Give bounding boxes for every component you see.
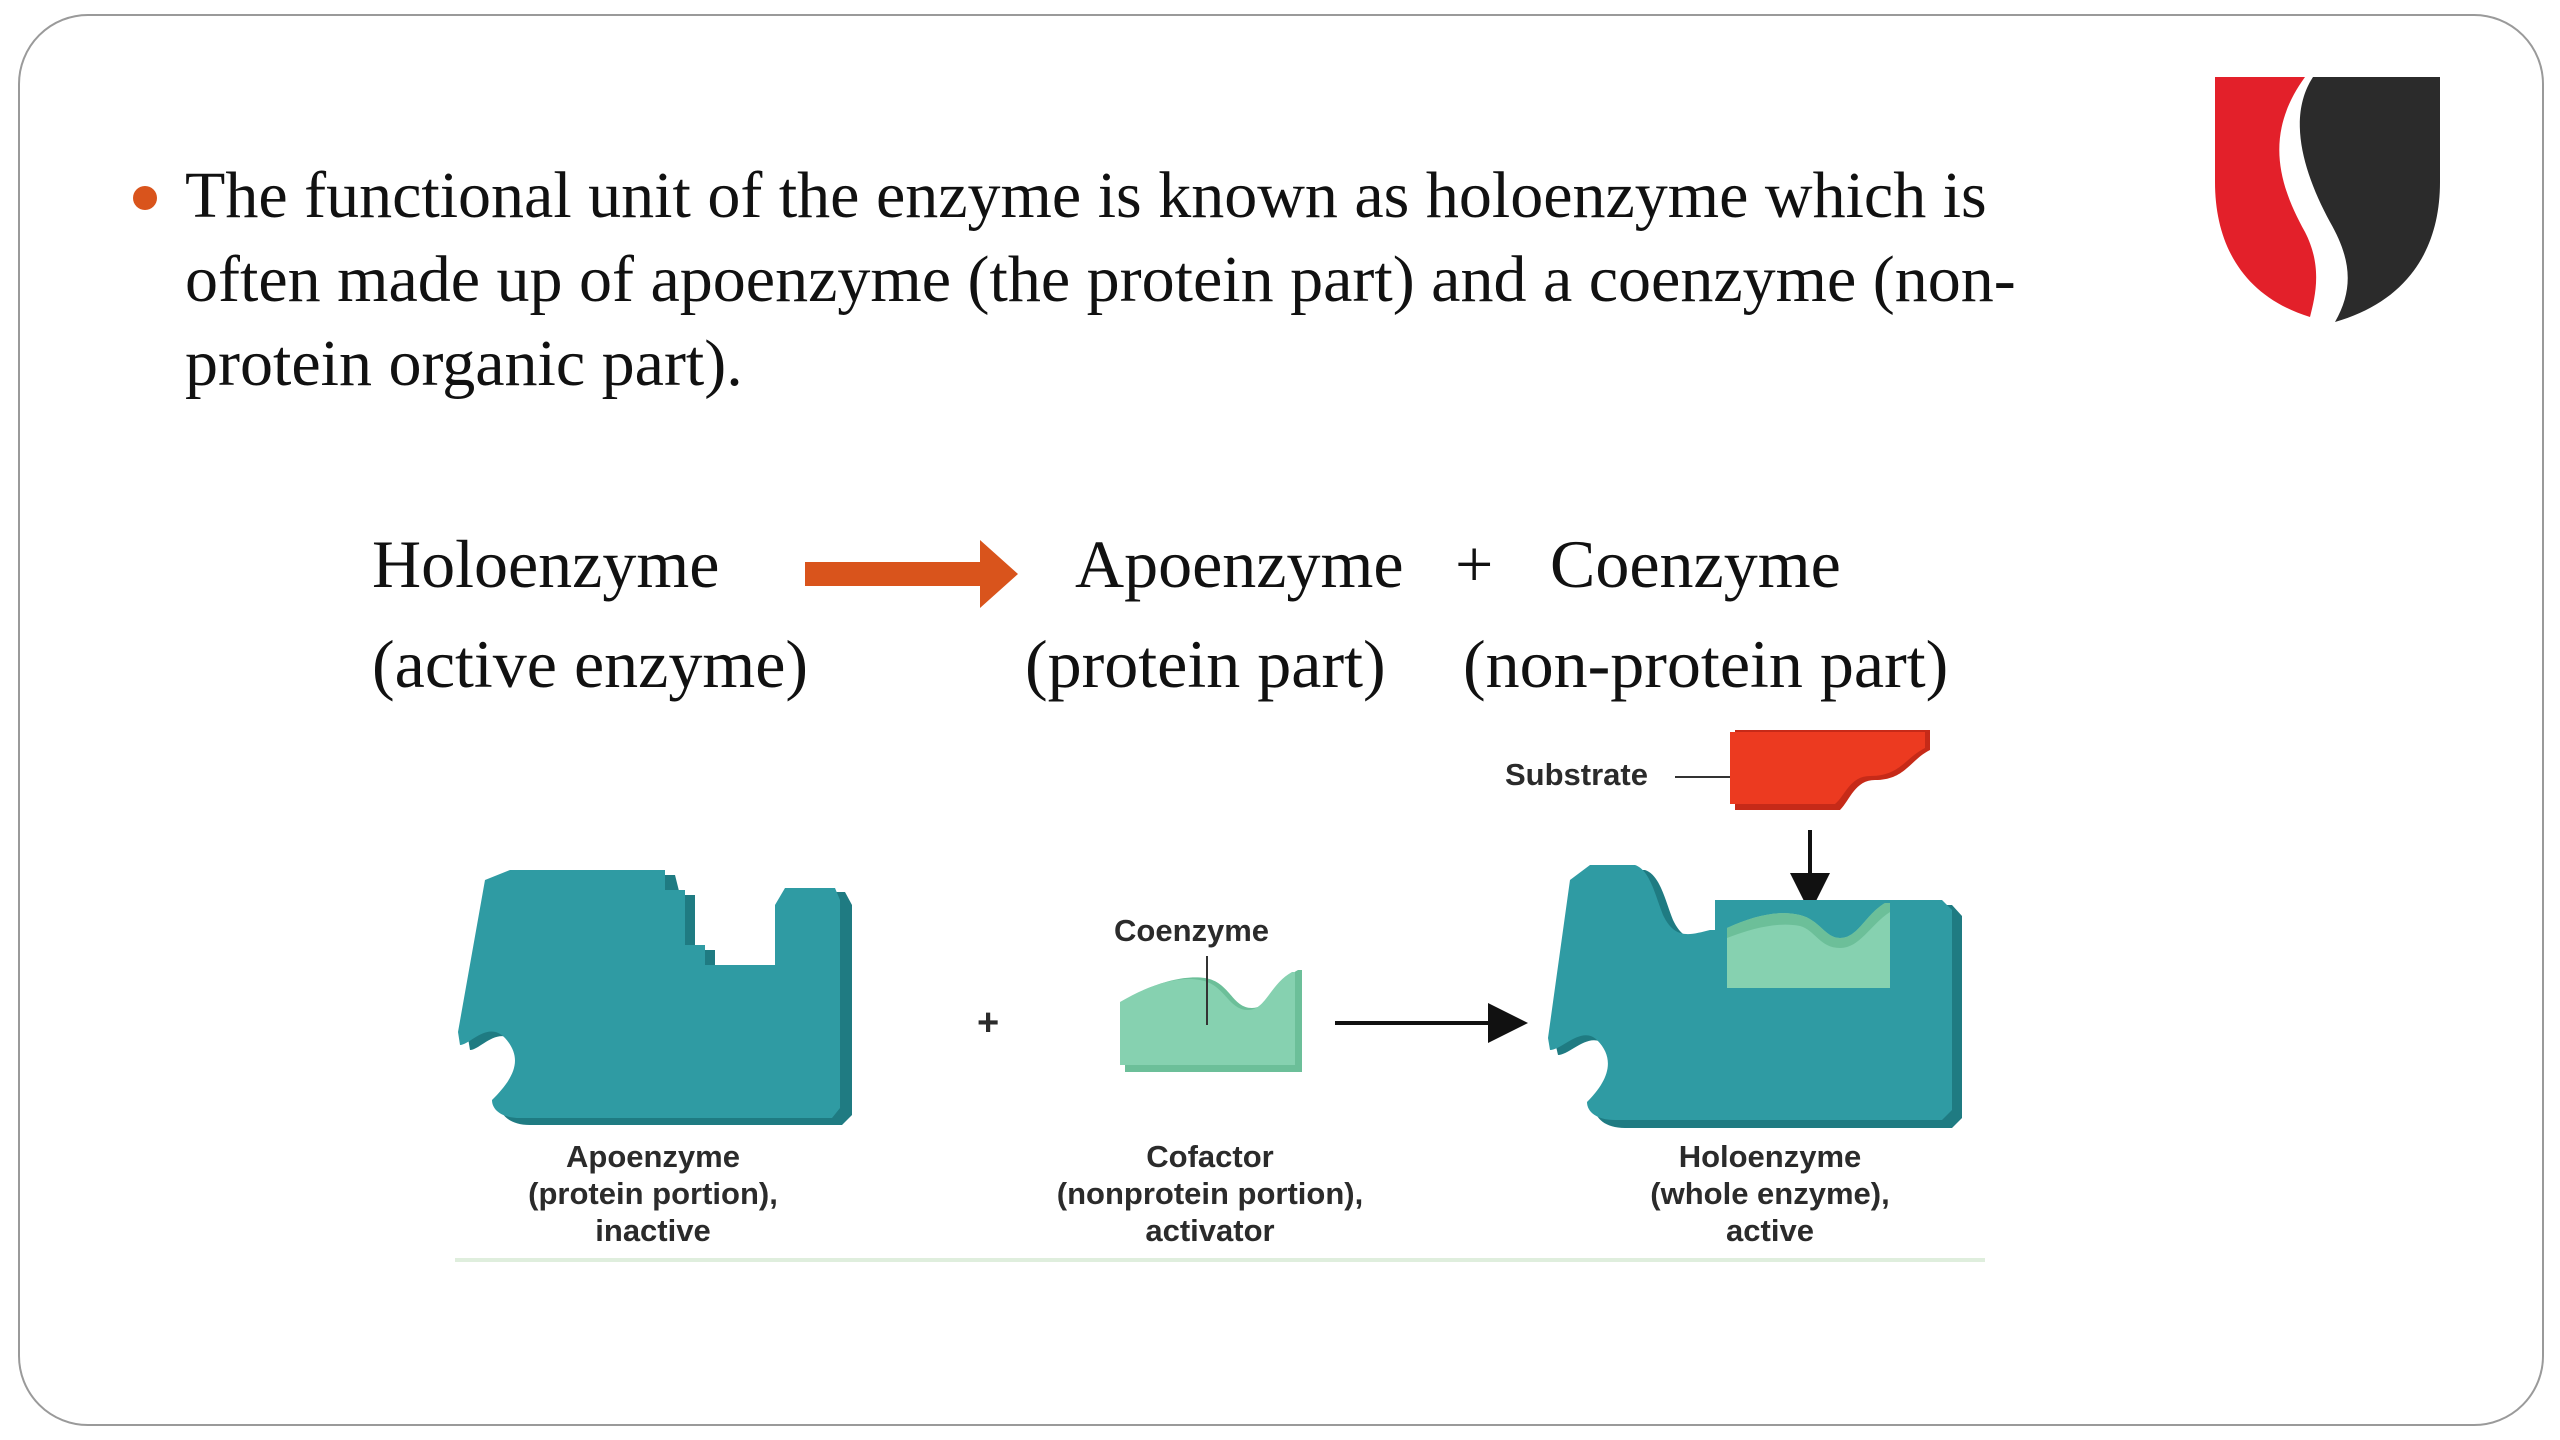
right-arrow-icon [805,540,1018,608]
diagram-plus-sign: + [977,1002,999,1044]
coenzyme-label: Coenzyme [1114,913,1270,948]
cofactor-shape [1120,956,1302,1072]
holoenzyme-shape [1548,865,1962,1128]
holoenzyme-caption: Holoenzyme (whole enzyme), active [1650,1139,1890,1248]
cofactor-caption: Cofactor (nonprotein portion), activator [1056,1139,1364,1248]
bullet-dot [133,186,157,210]
bullet-text: The functional unit of the enzyme is kno… [185,159,2016,400]
coenzyme-term: Coenzyme [1550,526,1841,602]
holoenzyme-note: (active enzyme) [372,626,809,702]
holoenzyme-term: Holoenzyme [372,526,720,602]
apoenzyme-caption: Apoenzyme (protein portion), inactive [528,1139,778,1248]
apoenzyme-shape [458,870,852,1125]
enzyme-diagram: + [455,730,1985,1262]
substrate-label: Substrate [1505,757,1648,792]
slide-frame [18,14,2544,1426]
plus-sign: + [1455,526,1494,602]
substrate-shape [1675,730,1930,810]
coenzyme-note: (non-protein part) [1463,626,1949,702]
apoenzyme-note: (protein part) [1025,626,1386,702]
shield-logo-icon [2215,77,2440,322]
apoenzyme-term: Apoenzyme [1075,526,1404,602]
